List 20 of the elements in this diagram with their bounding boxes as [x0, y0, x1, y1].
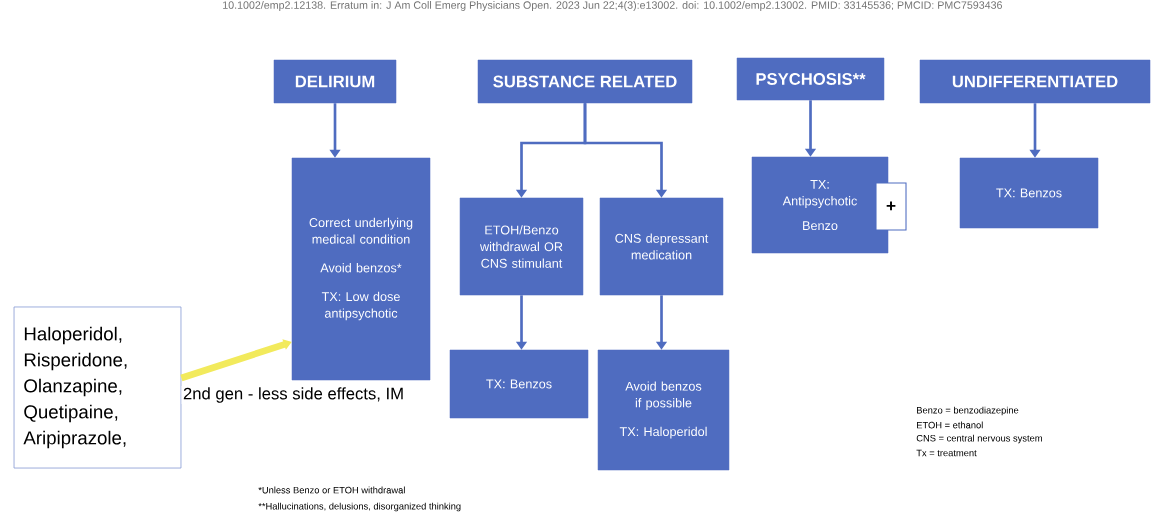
abbreviation-note: Tx = treatment [916, 449, 977, 457]
drug-list-box: Haloperidol, Risperidone, Olanzapine, Quetipaine, Aripiprazole, [13, 306, 182, 469]
abbreviation-note: CNS = central nervous system [916, 434, 1042, 444]
edge-label: 2nd gen - less side effects, IM [181, 385, 406, 405]
plus-box: + [875, 182, 907, 231]
abbreviation-note: ETOH = ethanol [917, 421, 983, 429]
process-box: ETOH/Benzo withdrawal OR CNS stimulant [459, 197, 584, 296]
process-box: Avoid benzos if possible TX: Haloperidol [597, 349, 730, 471]
process-box: CNS depressant medication [599, 197, 724, 296]
process-box: Correct underlying medical condition Avoid benzos* TX: Low dose antipsychotic [291, 157, 431, 381]
abbreviation-note: Benzo = benzodiazepine [917, 406, 1019, 416]
category-box: UNDIFFERENTIATED [919, 59, 1151, 104]
process-box: TX: Benzos [959, 157, 1099, 229]
category-box: PSYCHOSIS** [736, 57, 885, 101]
category-box: DELIRIUM [273, 59, 397, 104]
footnote: *Unless Benzo or ETOH withdrawal [258, 486, 405, 494]
citation-text: 10.1002/emp2.12138. Erratum in: J Am Coll Emerg Physicians Open. 2023 Jun 22;4(3):e13002. doi: 10.1002/emp2.13002. PMID: 33145536; PMCID: PMC7593436 [223, 1, 1002, 11]
category-box: SUBSTANCE RELATED [477, 59, 693, 104]
footnote: **Hallucinations, delusions, disorganized thinking [258, 502, 461, 512]
process-box: TX: Benzos [449, 349, 589, 419]
